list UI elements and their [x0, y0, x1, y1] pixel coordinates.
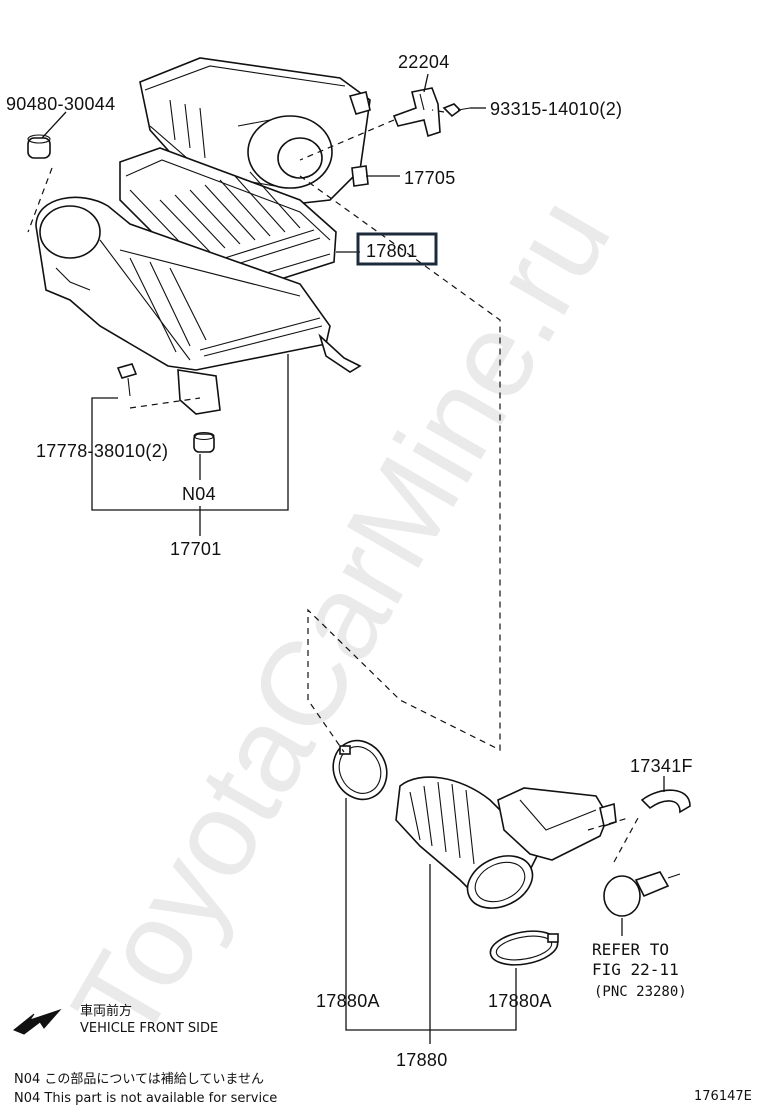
- label-17701[interactable]: 17701: [170, 539, 222, 559]
- label-17880a-left[interactable]: 17880A: [316, 991, 380, 1011]
- refer-line-3: (PNC 23280): [594, 984, 687, 1000]
- label-90480-30044[interactable]: 90480-30044: [6, 94, 115, 114]
- label-22204[interactable]: 22204: [398, 52, 450, 72]
- inlet-hose-17880[interactable]: [395, 776, 617, 918]
- highlight-box-17801: [356, 232, 438, 266]
- figure-code: 176147E: [694, 1089, 752, 1104]
- vehicle-front-arrow-icon: [13, 1008, 62, 1035]
- vehicle-front-en: VEHICLE FRONT SIDE: [80, 1021, 218, 1036]
- label-93315-14010[interactable]: 93315-14010(2): [490, 99, 622, 119]
- label-n04[interactable]: N04: [182, 484, 216, 504]
- sensor-bracket[interactable]: [392, 87, 441, 138]
- label-17705[interactable]: 17705: [404, 168, 456, 188]
- label-17341f[interactable]: 17341F: [630, 756, 693, 776]
- clamp-17880a-bottom[interactable]: [488, 926, 561, 969]
- bolt-17778[interactable]: [116, 363, 138, 397]
- clamp-17880a-top[interactable]: [324, 732, 396, 808]
- leader-lines: [41, 73, 665, 1044]
- label-17880[interactable]: 17880: [396, 1050, 448, 1070]
- label-17801[interactable]: 17801: [366, 241, 418, 261]
- note-n04-jp: N04 この部品については補給していません: [14, 1072, 264, 1087]
- grommet-90480[interactable]: [27, 134, 51, 159]
- vacuum-hose-17341f[interactable]: [640, 789, 691, 814]
- vehicle-front-jp: 車両前方: [80, 1003, 132, 1019]
- refer-line-1[interactable]: REFER TO: [592, 940, 669, 959]
- air-cleaner-case[interactable]: [35, 196, 362, 415]
- vsv-reference-part[interactable]: [603, 871, 681, 917]
- screw-93315[interactable]: [442, 103, 471, 118]
- label-17778-38010[interactable]: 17778-38010(2): [36, 441, 168, 461]
- refer-line-2[interactable]: FIG 22-11: [592, 960, 679, 979]
- phantom-lines: [27, 109, 639, 863]
- note-n04-en: N04 This part is not available for servi…: [14, 1091, 277, 1106]
- grommet-n04[interactable]: [193, 431, 215, 453]
- label-17880a-right[interactable]: 17880A: [488, 991, 552, 1011]
